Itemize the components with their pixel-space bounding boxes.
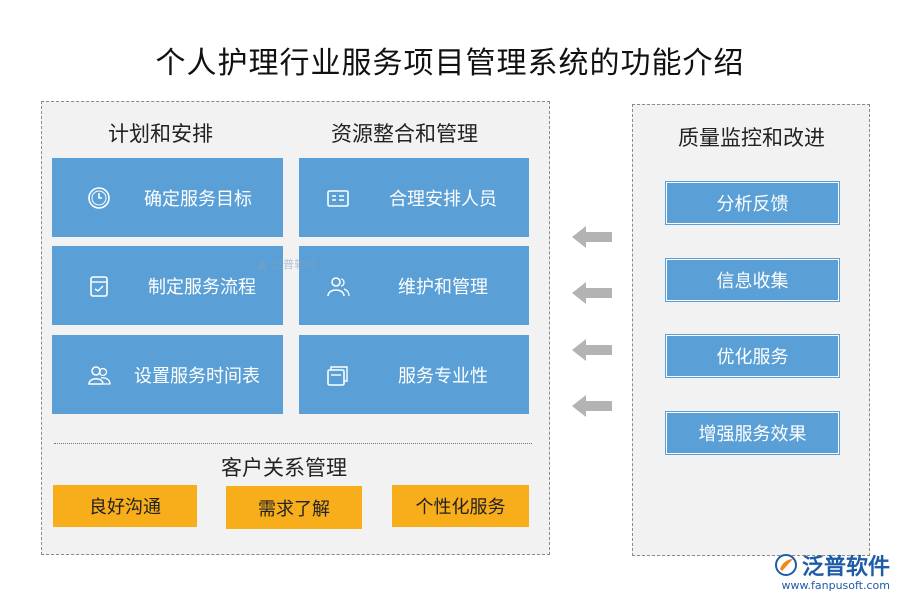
crm-item-personalized-service: 个性化服务 (392, 485, 529, 527)
right-item-analyze-feedback: 分析反馈 (665, 181, 840, 225)
clock-icon (88, 186, 110, 209)
tile-arrange-staff: 合理安排人员 (299, 158, 529, 237)
resource-heading: 资源整合和管理 (331, 122, 478, 146)
right-panel (632, 104, 870, 556)
crm-item-understand-needs: 需求了解 (226, 486, 362, 529)
page-title: 个人护理行业服务项目管理系统的功能介绍 (155, 46, 745, 81)
tile-label: 确定服务目标 (144, 188, 252, 210)
watermark: 泛普软件 (255, 256, 316, 272)
section-divider (54, 443, 532, 444)
brand-name: 泛普软件 (801, 555, 890, 580)
stacked-cards-icon (327, 365, 348, 386)
right-item-optimize-service: 优化服务 (665, 334, 840, 378)
tile-label: 合理安排人员 (389, 188, 497, 210)
users-icon (88, 365, 111, 385)
tile-confirm-service-goal: 确定服务目标 (52, 158, 283, 237)
right-item-enhance-effect: 增强服务效果 (665, 411, 840, 455)
tile-set-service-schedule: 设置服务时间表 (52, 335, 283, 414)
arrow-left-icon (572, 226, 612, 248)
brand-logo: 泛普软件 www.fanpusoft.com (774, 549, 890, 592)
brand-url: www.fanpusoft.com (781, 579, 890, 592)
tile-label: 维护和管理 (398, 276, 488, 298)
tile-label: 设置服务时间表 (134, 365, 260, 387)
arrow-left-icon (572, 282, 612, 304)
brand-logo-icon (774, 554, 797, 576)
tile-label: 服务专业性 (398, 365, 488, 387)
arrow-left-icon (572, 339, 612, 361)
people-icon (327, 276, 350, 296)
crm-heading: 客户关系管理 (221, 456, 347, 480)
tile-label: 制定服务流程 (148, 276, 256, 298)
plan-heading: 计划和安排 (108, 122, 213, 146)
quality-heading: 质量监控和改进 (678, 126, 825, 150)
schedule-board-icon (327, 189, 349, 207)
watermark-logo-icon (257, 259, 267, 269)
tile-maintain-manage: 维护和管理 (299, 246, 529, 325)
tile-define-service-process: 制定服务流程 (52, 246, 283, 325)
right-item-collect-info: 信息收集 (665, 258, 840, 302)
tile-service-professionalism: 服务专业性 (299, 335, 529, 414)
arrow-left-icon (572, 395, 612, 417)
watermark-text: 泛普软件 (272, 258, 316, 271)
crm-item-good-communication: 良好沟通 (53, 485, 197, 527)
clipboard-icon (90, 275, 108, 297)
